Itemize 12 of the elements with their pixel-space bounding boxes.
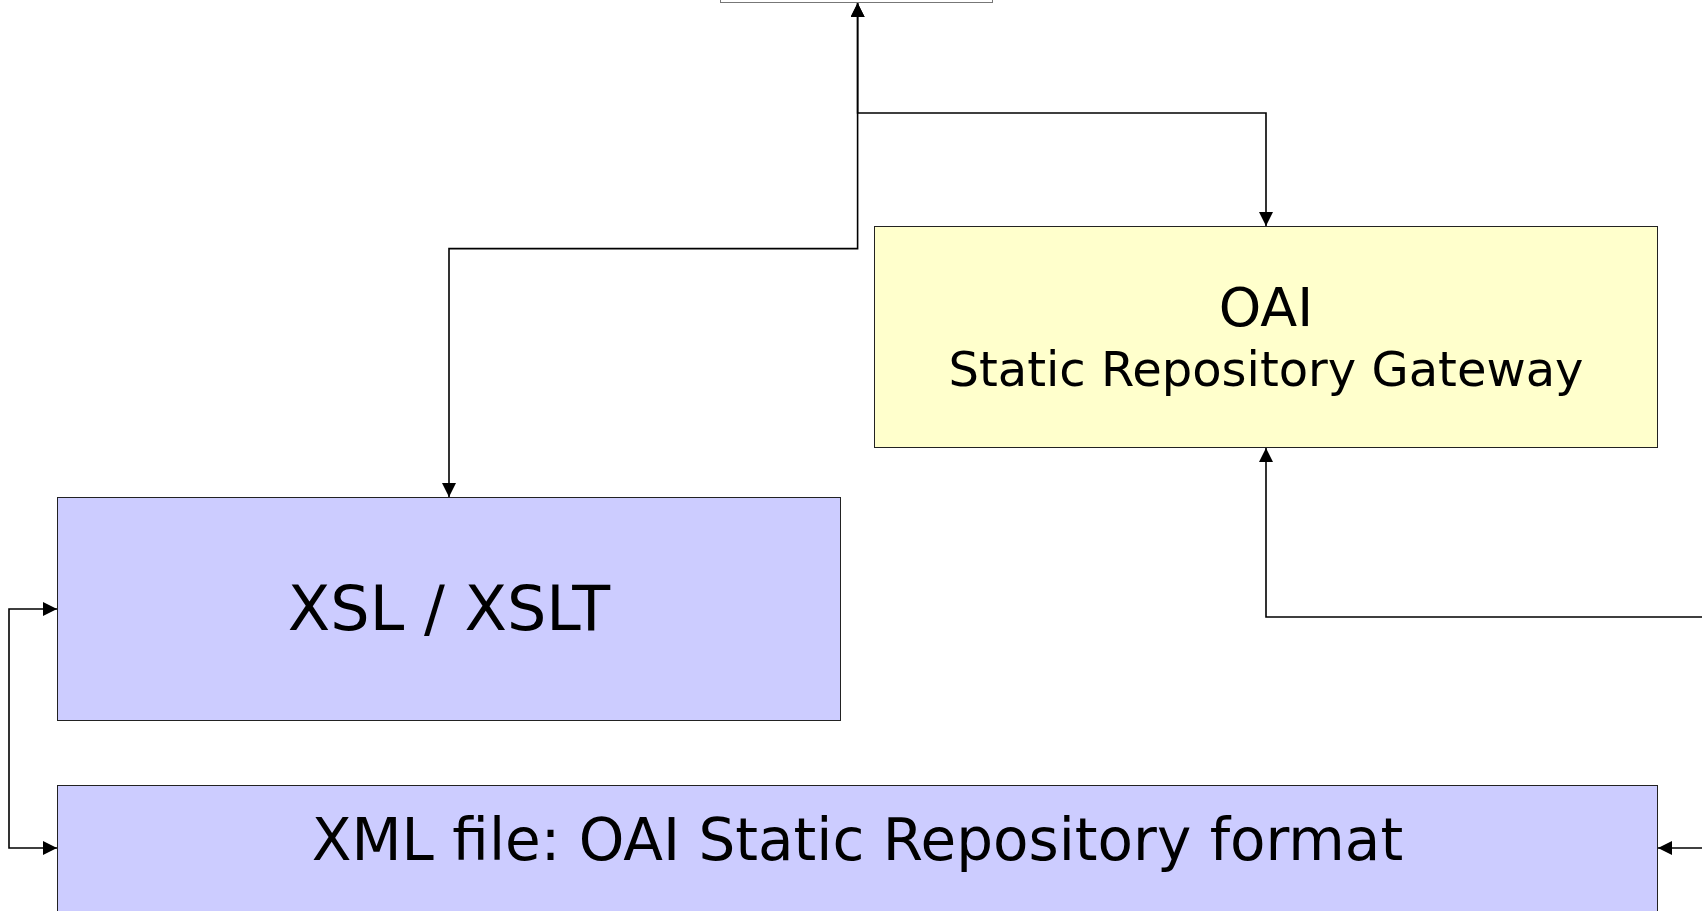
- process-box: [57, 497, 841, 721]
- box-label: XML file: OAI Static Repository format: [311, 806, 1404, 876]
- arrow: [1259, 447, 1702, 618]
- arrow: [850, 2, 1273, 227]
- box-label: XSL / XSLT: [287, 571, 611, 647]
- box-label: Static Repository Gateway: [948, 340, 1584, 399]
- process-box: [57, 785, 1658, 911]
- box-node: [720, 0, 993, 3]
- box-heading: OAI: [1218, 275, 1314, 341]
- process-box: [874, 226, 1658, 448]
- arrow: [1657, 841, 1702, 855]
- arrow: [8, 602, 58, 855]
